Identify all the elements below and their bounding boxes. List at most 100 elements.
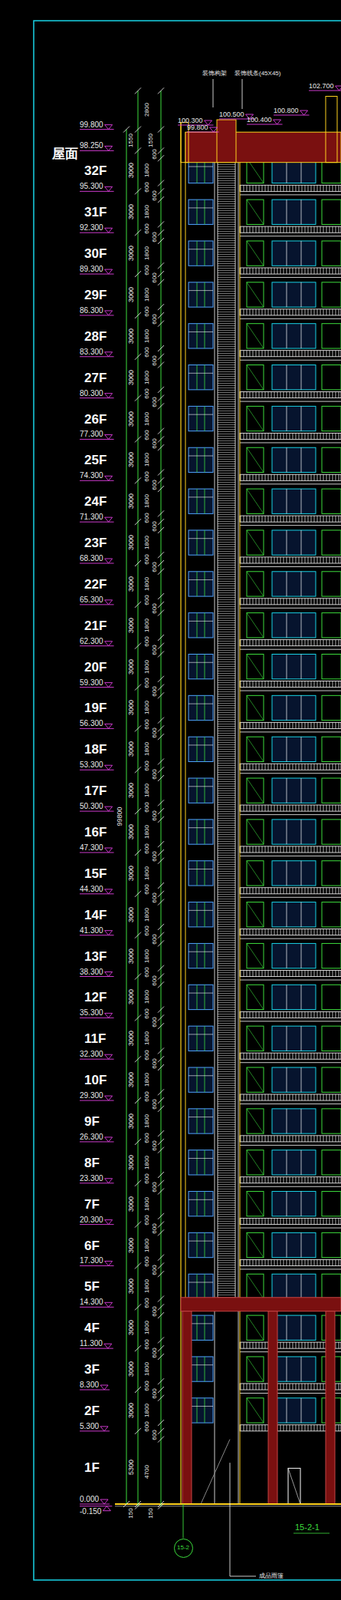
dimension-text: 600 [151, 767, 158, 778]
elevation-triangle [100, 1383, 109, 1388]
door [246, 446, 264, 472]
dimension-text: 600 [144, 718, 151, 728]
dimension-text: 3000 [127, 1153, 135, 1169]
floor-strokes [188, 1184, 341, 1223]
dimension-text: 1800 [144, 328, 151, 343]
door-swing [246, 818, 264, 843]
dimension-tick [157, 649, 164, 656]
mullion [301, 694, 302, 719]
balcony-rail [239, 1092, 341, 1099]
dimension-text: 600 [144, 1172, 151, 1183]
mullion [196, 777, 198, 802]
ground-line [114, 1501, 341, 1503]
elevation-triangle [104, 1218, 113, 1224]
dimension-tick [157, 691, 164, 698]
elevation-label: 5.300 [79, 1420, 99, 1429]
dimension-text: 1800 [144, 1029, 151, 1044]
dimension-text: 150 [147, 1505, 155, 1516]
dimension-text: 600 [144, 676, 151, 687]
balcony-rail [239, 1175, 341, 1182]
mullion [301, 1230, 302, 1256]
dimension-text: 1800 [144, 534, 151, 549]
window [188, 281, 214, 307]
dimension-tick [134, 87, 141, 94]
mullion [196, 1190, 198, 1215]
window [272, 859, 316, 885]
podium-beam [180, 1295, 341, 1310]
elevation-triangle [104, 1011, 113, 1017]
elevation-triangle [104, 1094, 113, 1099]
elevation-label: 83.300 [79, 347, 104, 356]
dimension-text: 3000 [127, 822, 135, 839]
window [321, 405, 341, 430]
window [188, 652, 214, 678]
elevation-label: 41.300 [79, 925, 104, 934]
dimension-tick [157, 361, 164, 368]
balcony-rail [239, 391, 341, 398]
dimension-text: 600 [151, 685, 158, 696]
floor-label: 1F [84, 1459, 100, 1473]
floor-label: 17F [84, 783, 107, 797]
mullion [196, 612, 198, 637]
elevation-label: 59.300 [79, 678, 104, 686]
mullion [286, 901, 288, 926]
door-swing [246, 859, 264, 885]
elevation-triangle [102, 1504, 111, 1509]
door-swing [246, 1107, 264, 1132]
floor-strokes [188, 978, 341, 1017]
dimension-text: 2800 [144, 103, 151, 118]
balcony-rail [239, 803, 341, 810]
mullion [204, 694, 206, 719]
dimension-tick [157, 476, 164, 483]
door-swing [246, 1396, 264, 1421]
mullion [286, 652, 288, 678]
mullion [196, 818, 198, 843]
dimension-tick [157, 1021, 164, 1028]
window [188, 570, 214, 596]
floor-strokes [188, 731, 341, 769]
floor-label: 27F [84, 370, 107, 384]
dimension-text: 1800 [144, 204, 151, 219]
balcony-rail [239, 927, 341, 935]
elevation-label: 100.300 [177, 117, 204, 125]
dimension-tick [157, 898, 164, 905]
dimension-text: 600 [151, 272, 158, 283]
mullion [301, 488, 302, 513]
door [246, 1065, 264, 1091]
balcony-rail [239, 597, 341, 604]
mullion [196, 364, 198, 390]
mullion [196, 1024, 198, 1050]
dimension-tick [157, 1095, 164, 1102]
slab-line [239, 441, 341, 443]
elevation-triangle [104, 557, 113, 563]
elevation-label: 71.300 [79, 512, 104, 521]
window [272, 323, 316, 348]
mullion [204, 1396, 206, 1421]
core-roof [216, 119, 237, 163]
mullion [286, 859, 288, 885]
floor-strokes [188, 359, 341, 397]
window [188, 199, 214, 224]
elevation-label: 56.300 [79, 718, 104, 727]
transom [188, 578, 214, 580]
window [321, 612, 341, 637]
dimension-text: 600 [151, 148, 158, 159]
door-swing [246, 1230, 264, 1256]
floor-label: 18F [84, 741, 107, 755]
door-swing [246, 281, 264, 307]
window [272, 1065, 316, 1091]
dimension-tick [157, 237, 164, 244]
dimension-text: 600 [144, 1254, 151, 1265]
dimension-text: 600 [151, 1056, 158, 1067]
mullion [196, 1230, 198, 1256]
window [321, 901, 341, 926]
dimension-tick [157, 196, 164, 203]
mullion [204, 446, 206, 472]
transom [188, 331, 214, 332]
dimension-tick [157, 427, 164, 434]
dimension-tick [157, 1310, 164, 1317]
mullion [286, 570, 288, 596]
elevation-label: 44.300 [79, 884, 104, 892]
window [272, 983, 316, 1008]
dimension-text: 3000 [127, 1400, 135, 1417]
